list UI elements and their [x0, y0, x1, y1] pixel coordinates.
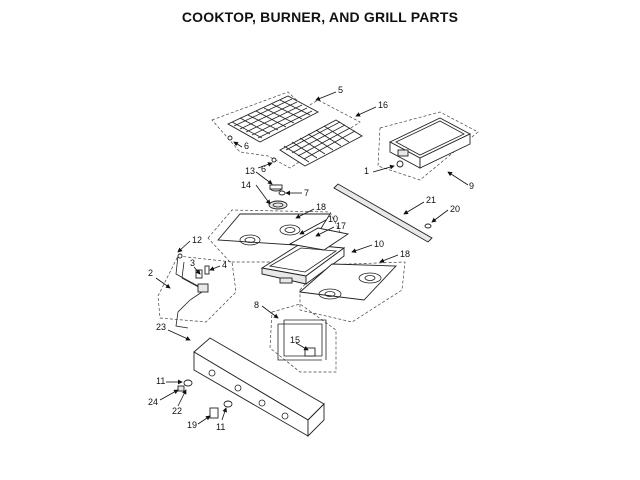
callout-label: 15 [290, 335, 300, 345]
callout-label: 6 [244, 141, 249, 151]
callout-label: 10 [328, 214, 338, 224]
callout-label: 21 [426, 195, 436, 205]
page-title: COOKTOP, BURNER, AND GRILL PARTS [181, 9, 459, 25]
callout-label: 24 [148, 397, 158, 407]
callout-label: 17 [336, 221, 346, 231]
callout-label: 14 [241, 180, 251, 190]
callout-label: 12 [192, 235, 202, 245]
callout-label: 18 [400, 249, 410, 259]
grill-grate-part-5 [227, 95, 319, 143]
griddle-assembly-part-9 [389, 117, 471, 169]
callouts: 5 16 6 6 1 9 13 7 14 18 10 17 21 20 12 1… [148, 85, 474, 432]
callout-label: 6 [261, 164, 266, 174]
callout-label: 11 [216, 422, 225, 432]
drip-pan-part-17 [260, 227, 350, 285]
callout-label: 2 [148, 268, 153, 278]
manifold-part-8-and-15 [277, 319, 327, 361]
control-panel-part-23 [193, 337, 325, 438]
callout-label: 13 [245, 166, 255, 176]
callout-label: 11 [156, 376, 165, 386]
knob-fittings-11-22-19-24 [177, 379, 233, 419]
callout-label: 8 [254, 300, 259, 310]
callout-label: 19 [187, 420, 197, 430]
callout-label: 9 [469, 181, 474, 191]
callout-label: 4 [222, 260, 227, 270]
callout-label: 1 [364, 166, 369, 176]
callout-label: 20 [450, 204, 460, 214]
grill-grate-part-16 [271, 119, 363, 167]
callout-label: 10 [374, 239, 384, 249]
callout-label: 16 [378, 100, 388, 110]
callout-label: 23 [156, 322, 166, 332]
trim-bar-part-21 [333, 183, 433, 243]
burner-parts-13-14-7 [268, 184, 288, 210]
callout-label: 18 [316, 202, 326, 212]
callout-label: 22 [172, 406, 182, 416]
callout-label: 3 [190, 258, 195, 268]
burner-base-part-18-right [298, 263, 398, 301]
callout-label: 5 [338, 85, 343, 95]
callout-label: 7 [304, 188, 309, 198]
